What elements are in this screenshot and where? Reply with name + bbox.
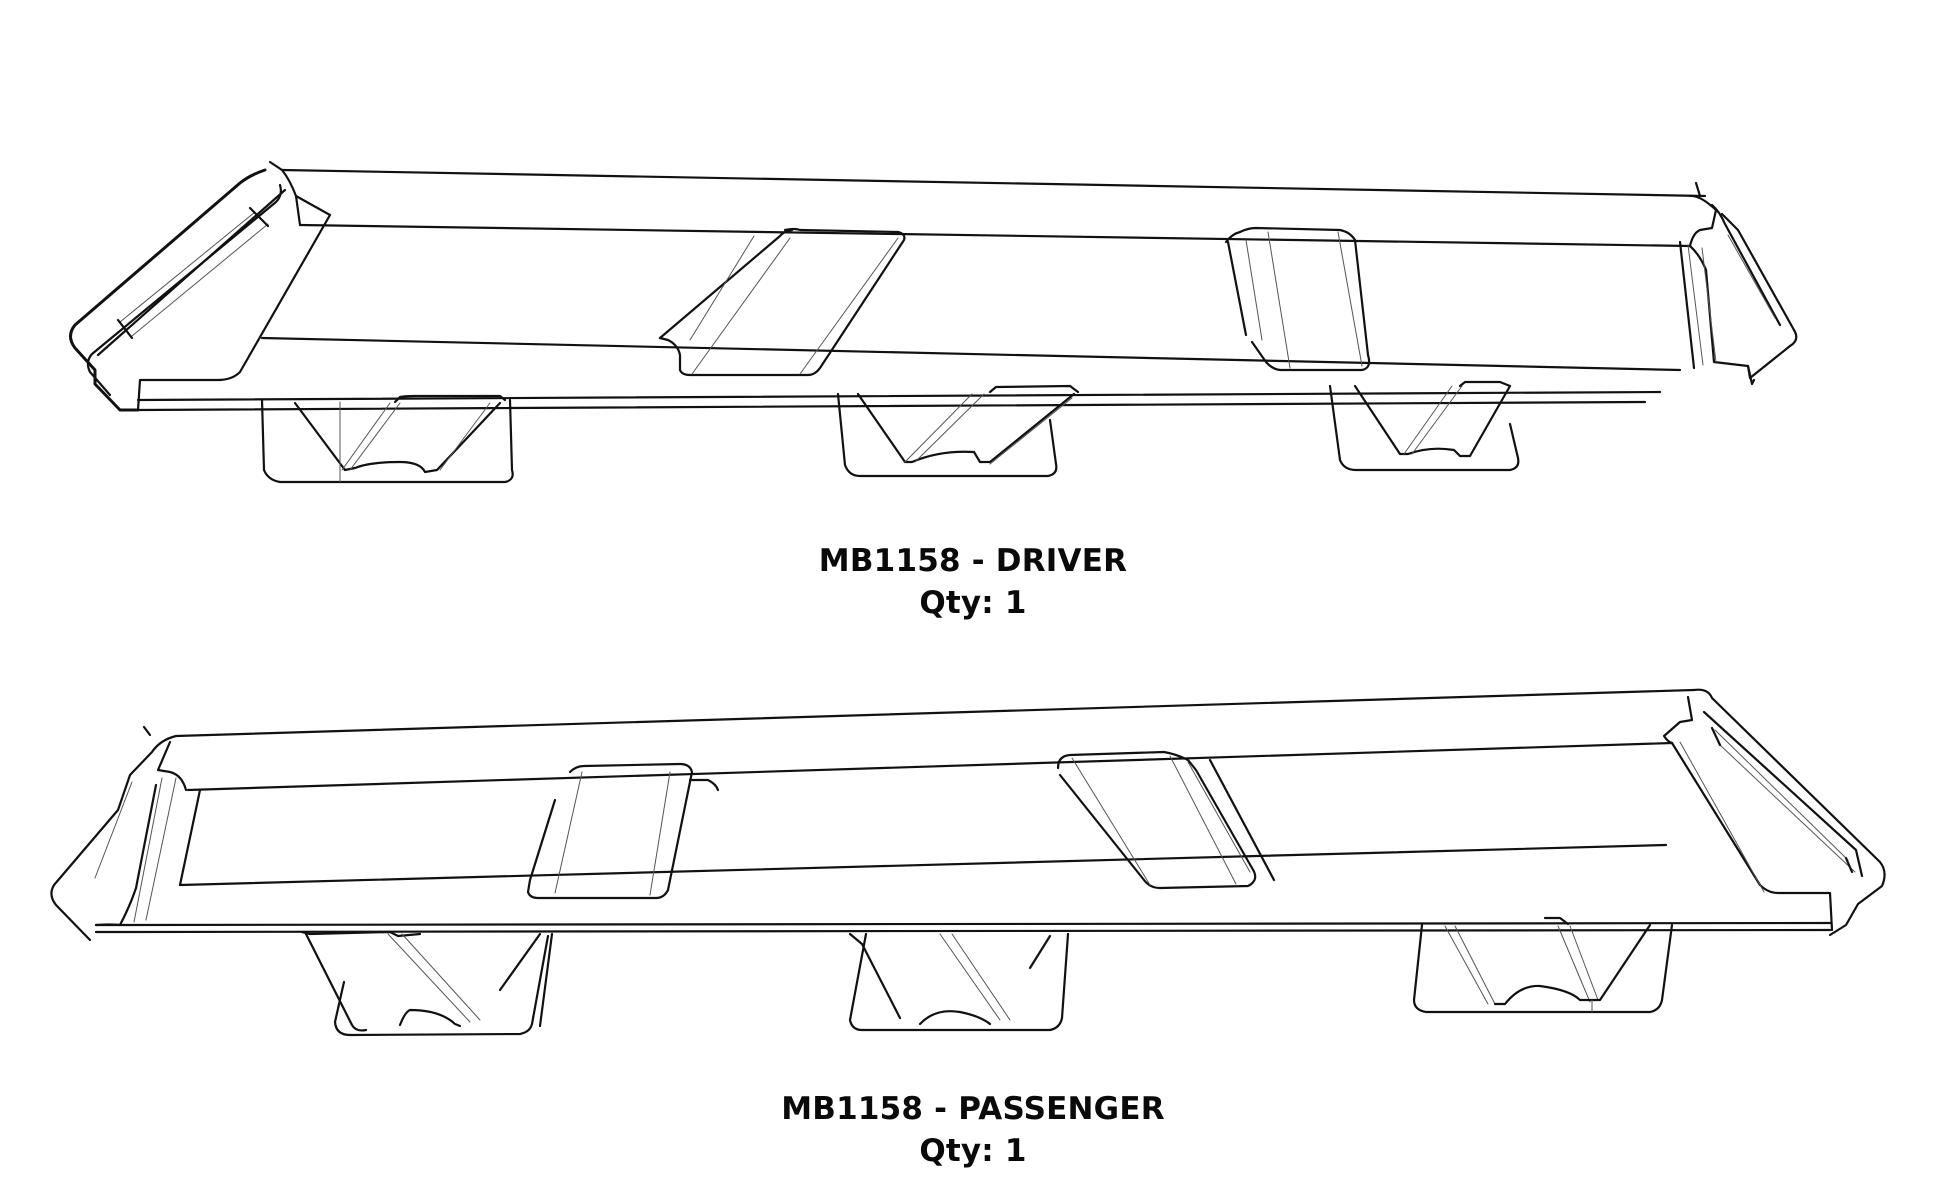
passenger-bracket-drawing (50, 688, 1886, 1037)
driver-quantity: Qty: 1 (919, 585, 1027, 621)
driver-bracket-drawing (69, 160, 1798, 484)
driver-part-title: MB1158 - DRIVER (818, 543, 1128, 579)
passenger-quantity: Qty: 1 (919, 1133, 1027, 1169)
passenger-caption: MB1158 - PASSENGER Qty: 1 (0, 1088, 1946, 1172)
driver-caption: MB1158 - DRIVER Qty: 1 (0, 540, 1946, 624)
passenger-part-title: MB1158 - PASSENGER (781, 1091, 1165, 1127)
